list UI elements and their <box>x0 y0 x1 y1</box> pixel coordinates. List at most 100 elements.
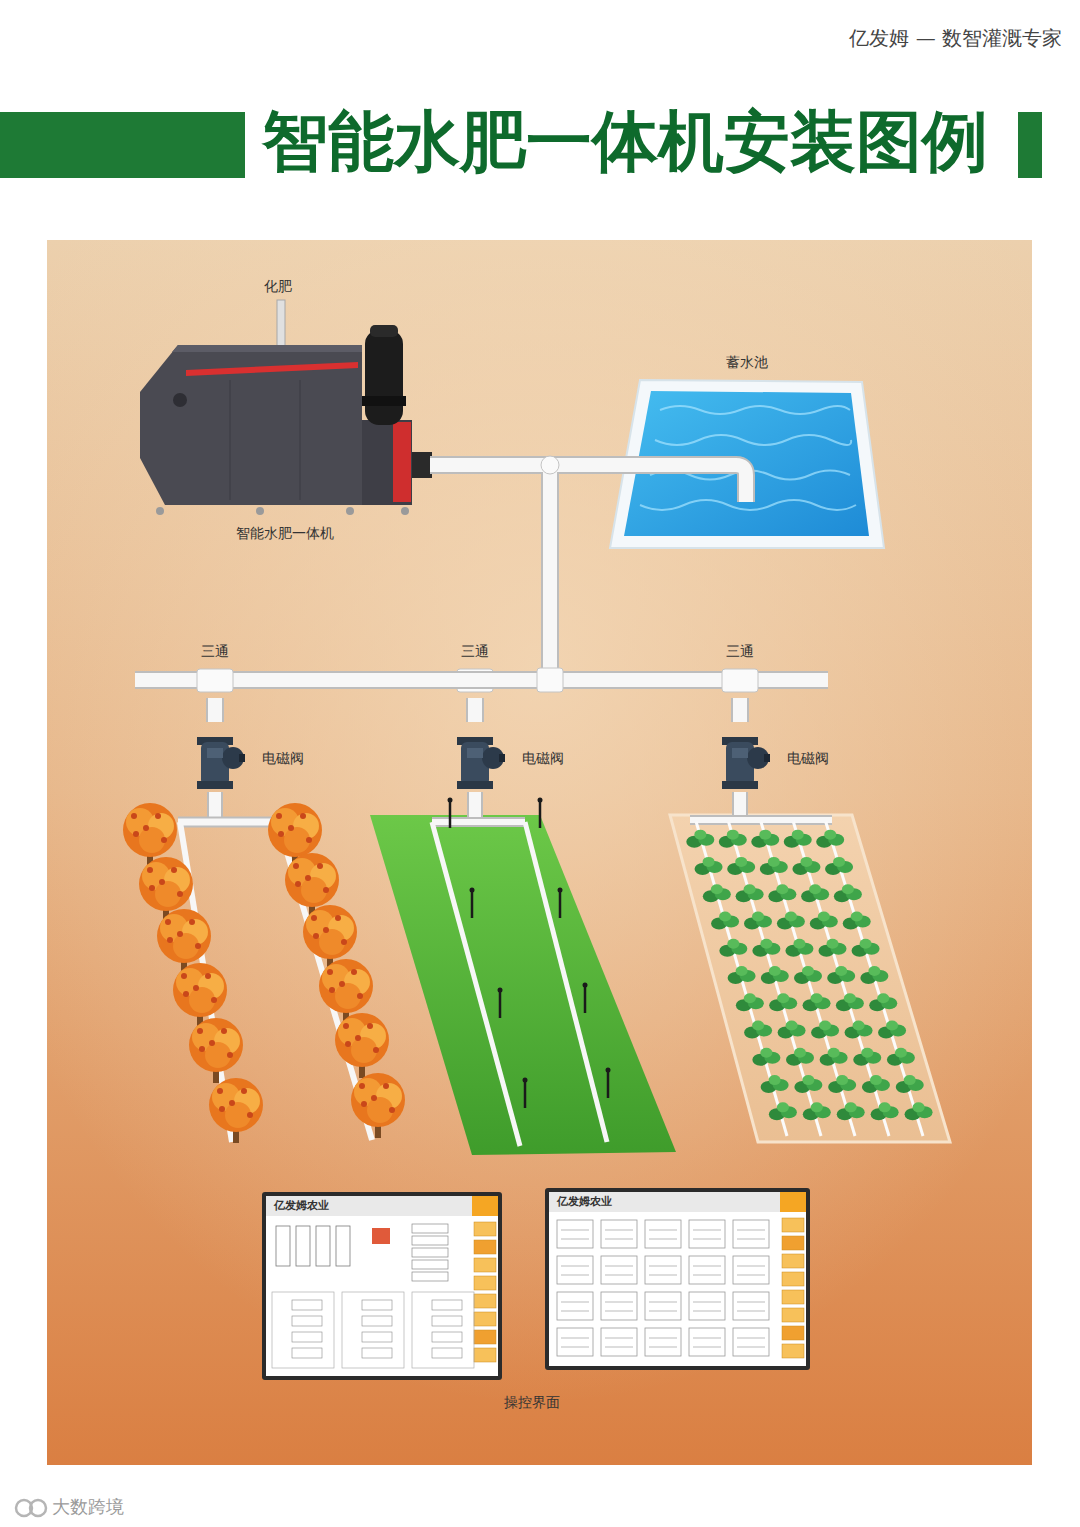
machine-wheels <box>156 507 409 515</box>
sprinkler-head <box>448 798 453 803</box>
vegetable-plant <box>801 884 829 902</box>
drip-line <box>761 822 855 1136</box>
vegetable-plant <box>686 830 714 848</box>
vegetable-plant <box>794 966 822 984</box>
tee-node: 三通 <box>445 643 505 698</box>
valve-node: 电磁阀 <box>715 722 847 796</box>
sprinkler <box>584 985 587 1013</box>
vegetable-plant <box>792 857 820 875</box>
machine-port <box>173 393 187 407</box>
vegetable-plant <box>819 939 847 957</box>
pipe-outline <box>245 465 550 680</box>
sprinkler-head <box>523 1078 528 1083</box>
vegetable-plant <box>860 966 888 984</box>
machine-seam <box>230 380 231 500</box>
node-text: 蓄水池 <box>726 354 768 372</box>
water-pipe <box>245 465 550 680</box>
node-text: 三通 <box>726 643 754 661</box>
sprinkler <box>499 990 502 1018</box>
vegetable-plant <box>843 911 871 929</box>
vegetable-plant <box>752 939 780 957</box>
outlet-flange <box>412 452 432 478</box>
vegetable-plant <box>871 1102 899 1120</box>
vegetable-plant <box>744 911 772 929</box>
vegetable-plant <box>896 1075 924 1093</box>
node-text: 电磁阀 <box>522 750 564 768</box>
pipe-outline <box>606 465 746 502</box>
node-text: 亿发姆农业 <box>557 1195 612 1209</box>
machine-red-panel <box>393 422 411 502</box>
sprinkler-head <box>470 888 475 893</box>
vegetable-plant <box>869 993 897 1011</box>
pipe-outline <box>731 698 749 722</box>
control-screen <box>262 1192 502 1380</box>
drip-line <box>525 822 607 1142</box>
fruit-tree <box>335 1013 389 1078</box>
vegetable-plant <box>794 1075 822 1093</box>
machine-stripe <box>186 362 358 376</box>
fruit-tree <box>189 1018 243 1083</box>
machine-body <box>140 345 362 505</box>
tee-node: 三通 <box>185 643 245 698</box>
lawn-field <box>370 815 676 1155</box>
sprinkler-head <box>606 1068 611 1073</box>
vegetable-plant <box>862 1075 890 1093</box>
sprinkler-head <box>583 983 588 988</box>
vegetable-plant <box>736 884 764 902</box>
vegetable-plant <box>827 966 855 984</box>
sprinkler-head <box>558 888 563 893</box>
filter-clamp <box>362 396 406 406</box>
pipe-outline <box>430 465 710 680</box>
pipe-outline <box>430 465 550 680</box>
screen-node: 亿发姆农业 <box>262 1192 502 1380</box>
drip-line <box>432 822 520 1146</box>
vegetable-plant <box>777 911 805 929</box>
sprinkler <box>539 800 542 828</box>
filter-cap <box>370 325 398 337</box>
watermark-logo <box>16 1500 46 1516</box>
vegetable-plant <box>828 1075 856 1093</box>
machine-top <box>172 345 362 352</box>
vegetable-plant <box>769 1102 797 1120</box>
sprinkler-head <box>538 798 543 803</box>
vegetable-plant <box>769 993 797 1011</box>
machine-side <box>362 420 412 505</box>
control-screen <box>545 1188 810 1370</box>
part-label: 化肥 <box>264 278 292 294</box>
vegetable-plant <box>820 1048 848 1066</box>
pipe-outline <box>178 817 280 828</box>
vegetable-plant <box>719 830 747 848</box>
screen-node: 亿发姆农业 <box>545 1188 810 1370</box>
machine-node: 智能水肥一体机 <box>140 325 430 545</box>
vegetable-plant <box>711 911 739 929</box>
sprinkler <box>471 890 474 918</box>
label-holder: 亿发姆 — 数智灌溉专家 <box>849 26 1062 51</box>
node-text: 智能水肥一体机 <box>236 525 334 543</box>
tee-fitting <box>722 669 758 692</box>
part-label: 操控界面 <box>504 1394 560 1410</box>
solenoid-valve <box>457 737 505 789</box>
vegetable-plant <box>727 857 755 875</box>
sprinkler <box>559 890 562 918</box>
sprinkler <box>524 1080 527 1108</box>
vegetable-plant <box>810 911 838 929</box>
node-text: 三通 <box>461 643 489 661</box>
fruit-tree <box>351 1073 405 1138</box>
sprinkler <box>449 800 452 828</box>
water-pipe <box>430 465 710 680</box>
vegetable-plant <box>816 830 844 848</box>
vegetable-plant <box>852 939 880 957</box>
solenoid-valve <box>722 737 770 789</box>
fertilizer-inlet <box>277 300 285 348</box>
vegetable-plant <box>905 1102 933 1120</box>
pipe-outline <box>432 817 525 827</box>
ground-panel <box>47 240 1032 1465</box>
vegetable-plant <box>825 857 853 875</box>
vegetable-plant <box>752 1048 780 1066</box>
vegetable-plant <box>784 830 812 848</box>
drip-line <box>729 822 821 1136</box>
vegetable-plant <box>803 993 831 1011</box>
node-text: 三通 <box>201 643 229 661</box>
machine-seam <box>300 380 301 500</box>
